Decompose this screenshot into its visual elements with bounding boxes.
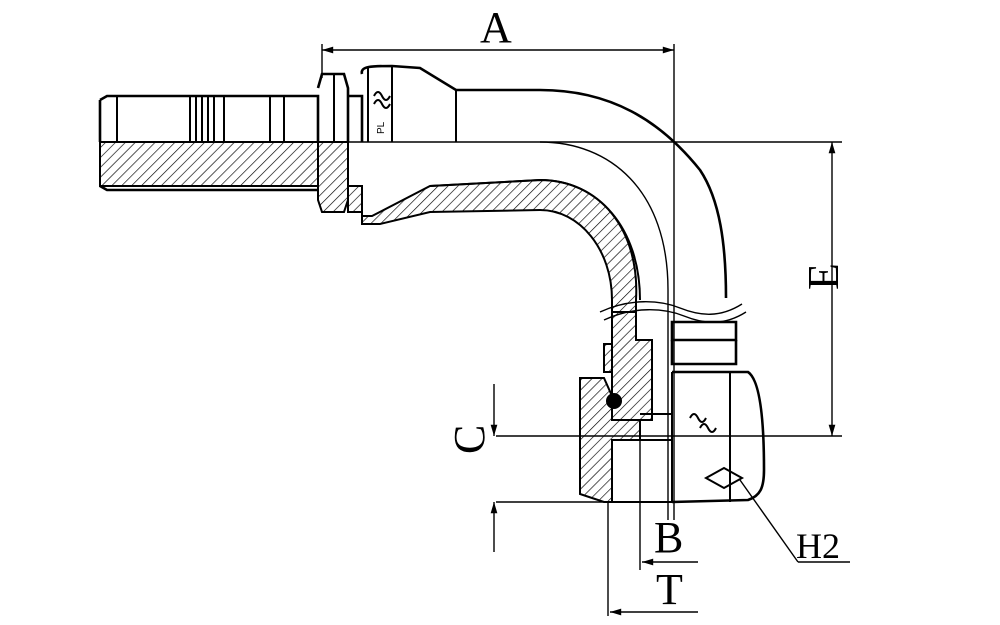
label-h2: H2	[796, 526, 840, 566]
ferrule: PL	[360, 64, 728, 299]
label-e: E	[799, 263, 848, 290]
swivel-nut	[579, 311, 766, 504]
collar	[316, 72, 364, 213]
label-c: C	[445, 425, 494, 454]
dimension-c: C	[445, 384, 612, 552]
marking-upper: PL	[376, 121, 387, 134]
dimension-a: A	[321, 3, 675, 520]
label-b: B	[654, 513, 683, 562]
label-a: A	[480, 3, 512, 52]
leader-h2: H2	[739, 479, 850, 566]
hose-tail	[98, 94, 320, 192]
elbow-section	[100, 141, 669, 520]
dimension-e: E	[496, 141, 848, 437]
dimension-b: B	[639, 420, 698, 570]
o-ring	[606, 393, 622, 409]
label-t: T	[656, 565, 683, 614]
dimension-t: T	[607, 502, 698, 616]
